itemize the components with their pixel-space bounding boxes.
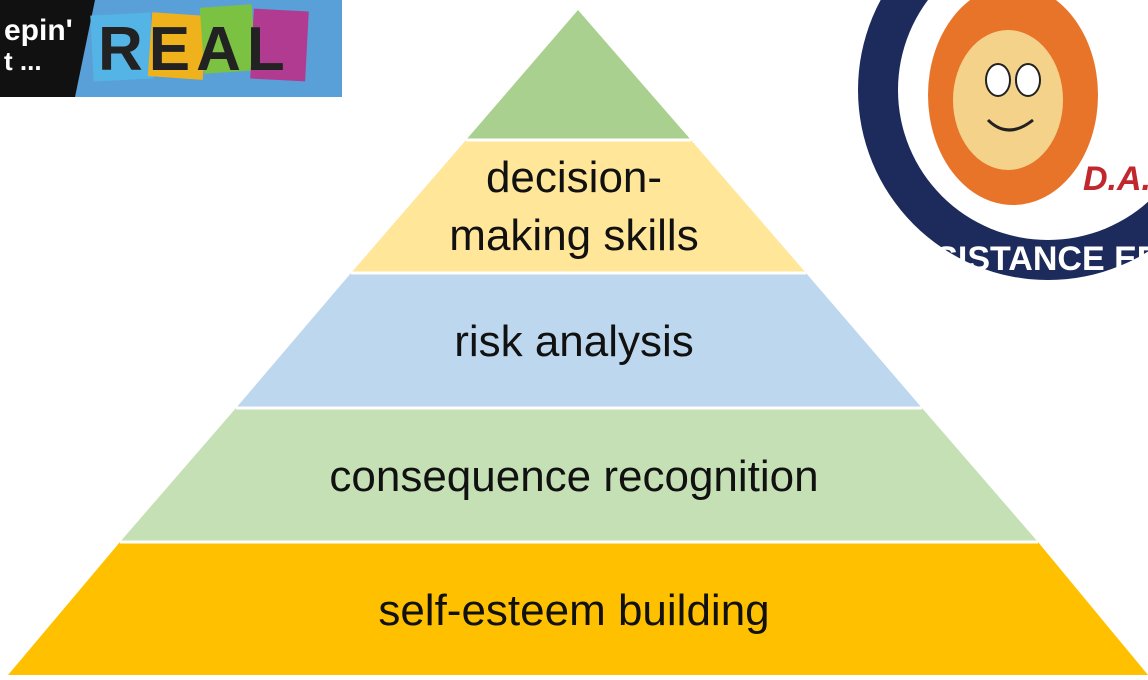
label-decision-line1: decision- (485, 153, 663, 202)
pyramid-level-self-esteem (8, 542, 1148, 675)
label-consequence-recognition: consequence recognition (329, 452, 819, 501)
pyramid-level-apex (466, 10, 691, 140)
label-risk-analysis: risk analysis (454, 317, 694, 366)
logo-left-text-1: epin' (4, 14, 73, 47)
logo-left-word: REAL (98, 15, 291, 84)
pyramid-separators (120, 138, 1038, 544)
label-self-esteem-building: self-esteem building (378, 586, 770, 635)
keepin-it-real-logo: epin' t ... REAL (0, 0, 342, 97)
dare-logo: D.A.R.E. RESISTANCE EDUCA (848, 0, 1148, 290)
logo-left-text-2: t ... (4, 46, 42, 76)
pyramid-level-decision-making (351, 140, 806, 273)
pyramid-level-consequence (120, 408, 1038, 542)
pyramid-level-risk-analysis (236, 273, 922, 408)
label-decision-line2: making skills (449, 211, 699, 260)
dare-badge: D.A.R.E. (1083, 160, 1148, 198)
dare-ring-text: RESISTANCE EDUCA (888, 240, 1148, 278)
